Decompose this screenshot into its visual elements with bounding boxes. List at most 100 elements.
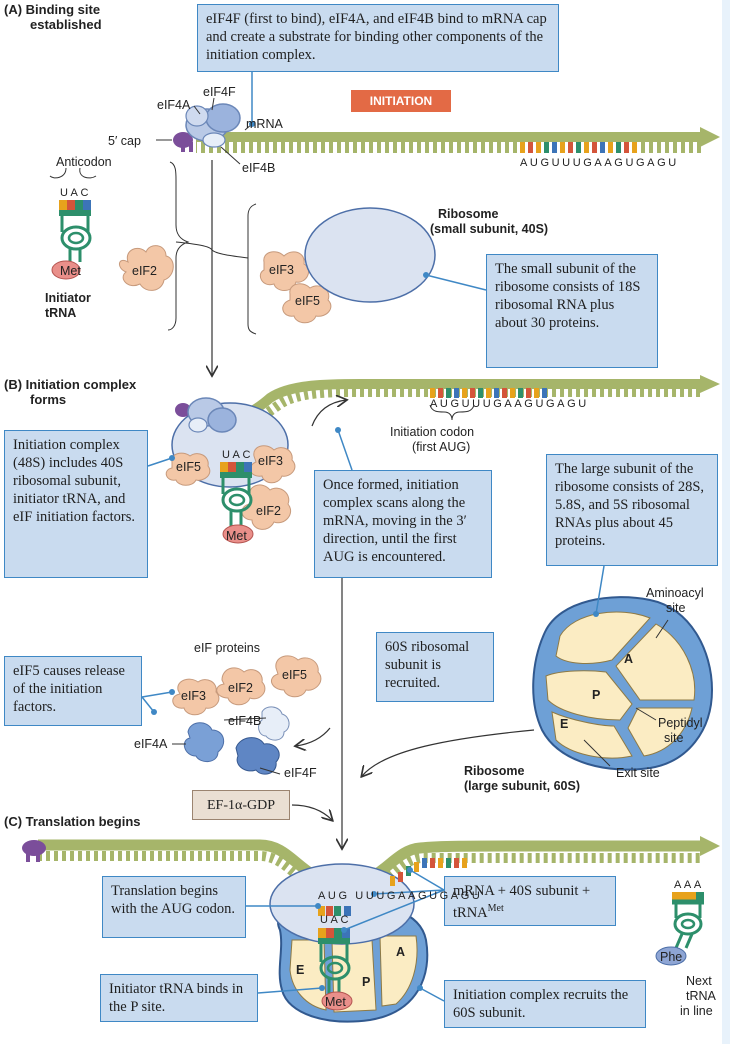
- label-ribosome-large-line2: (large subunit, 60S): [464, 779, 580, 793]
- callout-scan: Once formed, initiation complex scans al…: [314, 470, 492, 578]
- callout-translation-begins: Translation begins with the AUG codon.: [102, 876, 246, 938]
- label-next-line1: Next: [686, 974, 712, 988]
- released-eif5: [270, 655, 322, 698]
- mrna-strand-a: [196, 127, 720, 153]
- label-eif4b-a: eIF4B: [242, 161, 276, 175]
- sequence-a: AUGUUUGAAGUGAGU: [520, 157, 679, 169]
- label-site-p-c: P: [362, 975, 371, 989]
- label-eif3-a: eIF3: [269, 263, 295, 277]
- label-eif4a-released: eIF4A: [134, 737, 168, 751]
- eif5-blob-a: [282, 283, 332, 324]
- callout-complex-recruits: Initiation complex recruits the 60S subu…: [444, 980, 646, 1028]
- released-eif4b: [258, 706, 290, 741]
- label-eif-proteins: eIF proteins: [194, 641, 261, 655]
- callout-recruit-60s: 60S ribosomal subunit is recruited.: [376, 632, 494, 702]
- section-a-title-line2: established: [30, 17, 102, 32]
- ef1-gdp-box: EF-1α-GDP: [192, 790, 290, 820]
- callout-large-subunit: The large subunit of the ribosome consis…: [546, 454, 718, 566]
- callout-eif4f-binding: eIF4F (first to bind), eIF4A, and eIF4B …: [197, 4, 559, 72]
- section-c-title: (C) Translation begins: [4, 814, 141, 829]
- label-aminoacyl-line1: Aminoacyl: [646, 586, 704, 600]
- sequence-c: AUG UUUGAAGUGAGU: [318, 890, 483, 902]
- released-eif3: [172, 678, 220, 716]
- section-a-title-line1: (A) Binding site: [4, 2, 101, 17]
- callout-eif5-release: eIF5 causes release of the initiation fa…: [4, 656, 142, 726]
- label-eif4f-a: eIF4F: [203, 85, 236, 99]
- label-site-a-c: A: [396, 945, 406, 959]
- eif5-blob-b: [165, 452, 211, 486]
- anticodon-aaa: AAA: [674, 879, 704, 891]
- callout-initiator-p-site: Initiator tRNA binds in the P site.: [100, 974, 258, 1022]
- label-site-e-c: E: [296, 963, 305, 977]
- label-5-cap: 5′ cap: [108, 134, 141, 148]
- five-prime-cap-a: [173, 132, 193, 152]
- label-initiator-line1: Initiator: [45, 291, 91, 305]
- released-eif2: [216, 667, 266, 706]
- ribosome-complex-c: [269, 863, 429, 1023]
- label-site-a: A: [624, 652, 634, 666]
- eif3-blob-b: [249, 445, 296, 484]
- label-eif4f-released: eIF4F: [284, 766, 317, 780]
- label-eif2-a: eIF2: [132, 264, 158, 278]
- label-eif3-released: eIF3: [181, 689, 207, 703]
- next-trna-phe: [655, 892, 704, 966]
- label-exit-site: Exit site: [616, 766, 660, 780]
- eif2-blob-b: [241, 484, 292, 530]
- label-ribosome-small-line2: (small subunit, 40S): [430, 222, 549, 236]
- label-eif3-b: eIF3: [258, 454, 284, 468]
- label-phe: Phe: [660, 950, 683, 964]
- initiator-trna-c: [318, 928, 353, 1011]
- eif3-blob-a: [259, 251, 309, 291]
- label-eif5-a: eIF5: [295, 294, 321, 308]
- right-edge-strip: [722, 0, 730, 1044]
- ribosome-small-subunit-a: [304, 207, 436, 303]
- label-initiator-line2: tRNA: [45, 306, 77, 320]
- released-eif4a: [183, 722, 225, 762]
- anticodon-uac-b: UAC: [222, 449, 254, 461]
- ribosome-large-subunit: [532, 596, 714, 771]
- label-mrna: mRNA: [246, 117, 283, 131]
- callout-small-subunit: The small subunit of the ribosome consis…: [486, 254, 658, 368]
- label-met-b: Met: [226, 529, 247, 543]
- label-site-e: E: [560, 717, 569, 731]
- label-eif4a-a: eIF4A: [157, 98, 191, 112]
- section-b-title-line2: forms: [30, 392, 67, 407]
- initiation-badge: INITIATION: [351, 90, 451, 112]
- label-eif2-released: eIF2: [228, 681, 254, 695]
- codon-colors-b: [430, 388, 547, 398]
- label-met-a: Met: [60, 264, 81, 278]
- label-eif5-released: eIF5: [282, 668, 308, 682]
- eif4-complex-a: [185, 103, 241, 148]
- anticodon-uac-a: UAC: [60, 187, 92, 199]
- label-peptidyl-line2: site: [664, 731, 684, 745]
- callout-mrna-40s-trna: mRNA + 40S subunit + tRNAMet: [444, 876, 616, 926]
- label-next-line2: tRNA: [686, 989, 716, 1003]
- anticodon-uac-c: UAC: [320, 914, 352, 926]
- section-a-title: (A) Binding site established: [4, 2, 102, 32]
- label-eif4b-released: eIF4B: [228, 714, 262, 728]
- label-peptidyl-line1: Peptidyl: [658, 716, 703, 730]
- label-eif2-b: eIF2: [256, 504, 282, 518]
- released-eif4f: [235, 737, 280, 775]
- codon-colors-a: [520, 142, 637, 153]
- label-aminoacyl-line2: site: [666, 601, 686, 615]
- sequence-b: AUGUUUGAAGUGAGU: [430, 398, 589, 410]
- label-anticodon: Anticodon: [56, 155, 112, 169]
- section-b-title: (B) Initiation complex forms: [4, 377, 136, 407]
- eif2-blob-a: [119, 245, 174, 291]
- label-site-p: P: [592, 688, 601, 702]
- label-initiation-codon-line1: Initiation codon: [390, 425, 475, 439]
- label-eif5-b: eIF5: [176, 460, 202, 474]
- label-ribosome-small-line1: Ribosome: [438, 207, 499, 221]
- label-ribosome-large-line1: Ribosome: [464, 764, 525, 778]
- scan-arrow: [311, 400, 346, 427]
- initiator-trna-a: [49, 167, 97, 280]
- section-b-title-line1: (B) Initiation complex: [4, 377, 137, 392]
- label-initiation-codon-line2: (first AUG): [412, 440, 471, 454]
- eif4-complex-b: [175, 397, 237, 433]
- initiator-trna-b: [220, 462, 254, 544]
- callout-initiation-complex: Initiation complex (48S) includes 40S ri…: [4, 430, 148, 578]
- label-next-line3: in line: [680, 1004, 713, 1018]
